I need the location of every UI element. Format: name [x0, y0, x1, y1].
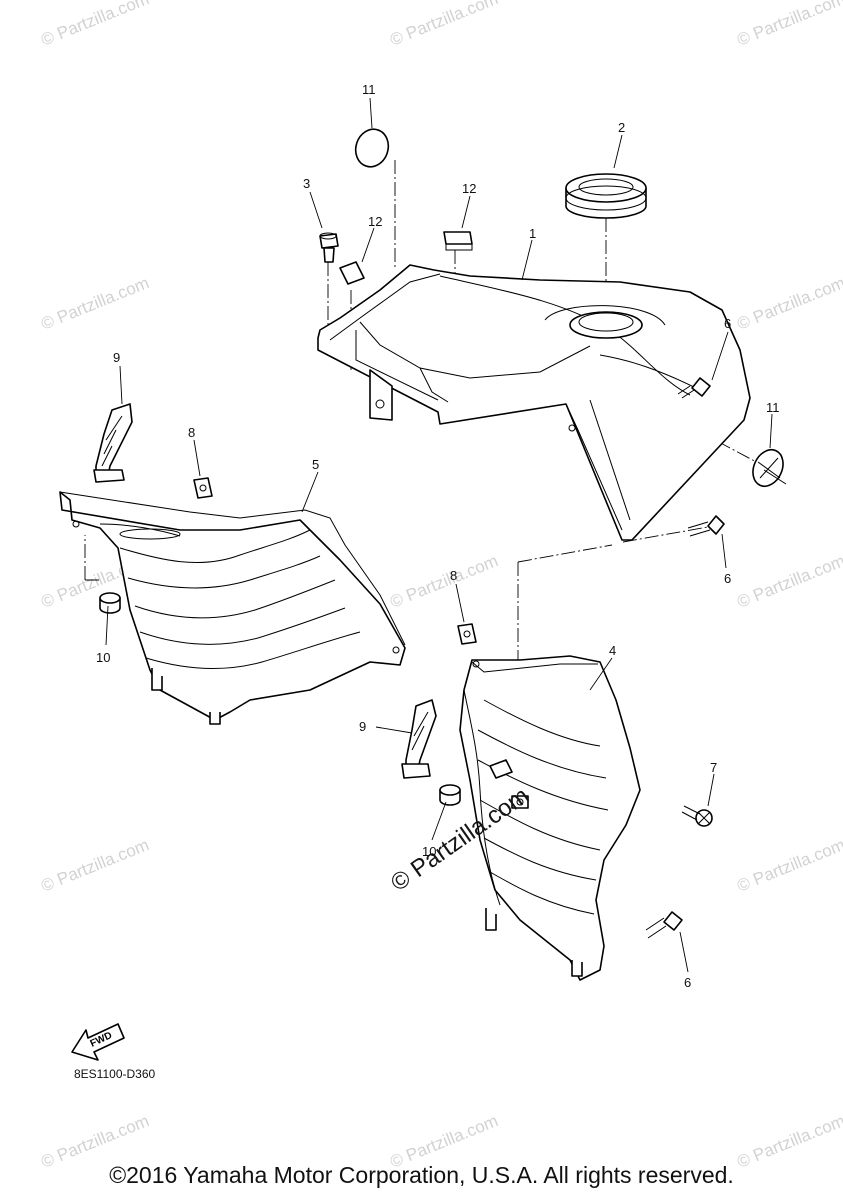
watermark: © Partzilla.com [734, 835, 843, 896]
watermark: © Partzilla.com [734, 0, 843, 50]
callout-5: 5 [312, 457, 319, 472]
screw-6-mid [687, 515, 725, 537]
callout-8: 8 [450, 568, 457, 583]
callout-10: 10 [96, 650, 110, 665]
callout-8: 8 [188, 425, 195, 440]
callout-labels: 11 2 3 12 12 1 6 11 6 9 8 5 10 8 4 9 7 1… [96, 82, 780, 990]
callout-6: 6 [724, 316, 731, 331]
callout-12: 12 [368, 214, 382, 229]
tank-cover [317, 264, 751, 541]
copyright-notice: ©2016 Yamaha Motor Corporation, U.S.A. A… [109, 1162, 734, 1188]
collar-10-right [439, 784, 461, 806]
watermark: © Partzilla.com [387, 0, 500, 50]
leader-lines [105, 97, 773, 973]
side-cover-right [459, 655, 641, 981]
watermark: © Partzilla.com [734, 273, 843, 334]
side-cover-left [59, 491, 406, 725]
grommet-11-right [752, 448, 787, 488]
callout-4: 4 [609, 643, 616, 658]
screw-6-top [677, 377, 711, 399]
callout-9: 9 [359, 719, 366, 734]
bolt-3 [319, 232, 339, 263]
damper-9-left [93, 403, 133, 483]
callout-6: 6 [684, 975, 691, 990]
callout-2: 2 [618, 120, 625, 135]
callout-12: 12 [462, 181, 476, 196]
clip-nut-8-right [457, 623, 477, 645]
collar-10-left [99, 592, 121, 614]
callout-11: 11 [362, 82, 376, 97]
screw-6-bottom [645, 911, 683, 939]
callout-11: 11 [766, 400, 780, 415]
watermark: © Partzilla.com [387, 551, 500, 612]
callout-9: 9 [113, 350, 120, 365]
callout-3: 3 [303, 176, 310, 191]
watermark: © Partzilla.com [38, 0, 151, 50]
callout-7: 7 [710, 760, 717, 775]
pad-12-right [443, 231, 473, 251]
clip-nut-8-left [193, 477, 213, 499]
damper-9-right [401, 699, 437, 779]
screw-7 [681, 805, 713, 827]
callout-1: 1 [529, 226, 536, 241]
callout-6: 6 [724, 571, 731, 586]
watermark: © Partzilla.com [734, 551, 843, 612]
diagram-code: 8ES1100-D360 [74, 1067, 156, 1081]
pad-12-left [339, 261, 365, 285]
callout-10: 10 [422, 844, 436, 859]
filler-gasket [565, 173, 647, 219]
watermark: © Partzilla.com [38, 273, 151, 334]
watermark: © Partzilla.com [38, 835, 151, 896]
grommet-11-top [354, 128, 390, 168]
fwd-arrow-icon: FWD [71, 1023, 125, 1061]
